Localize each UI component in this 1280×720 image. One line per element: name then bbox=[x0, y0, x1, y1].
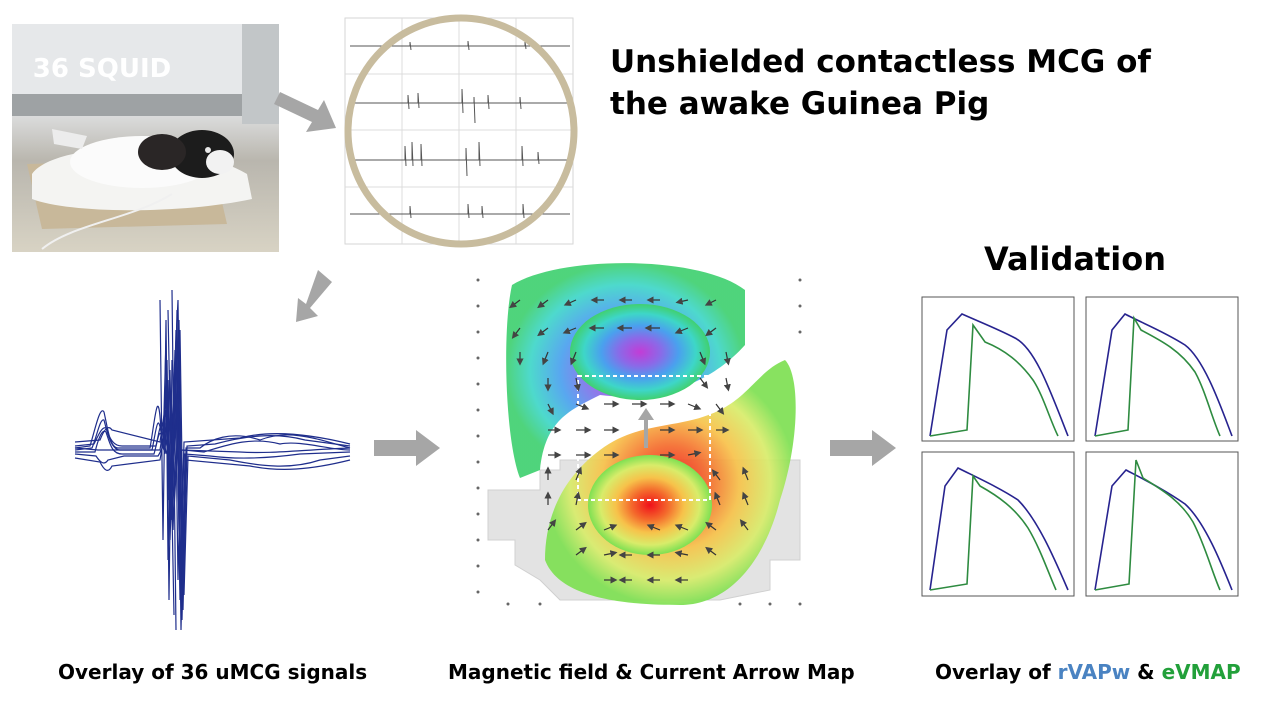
umcg-overlay-traces bbox=[74, 289, 351, 631]
squid-label: 36 SQUID bbox=[32, 54, 172, 84]
caption-overlay-signals: Overlay of 36 uMCG signals bbox=[58, 660, 368, 684]
validation-heading: Validation bbox=[983, 240, 1167, 278]
flow-arrow-map-to-validation bbox=[830, 430, 896, 466]
flow-arrow-photo-to-overlay bbox=[296, 270, 332, 322]
caption-overlay-prefix: Overlay of bbox=[935, 660, 1058, 684]
raw-traces-panel bbox=[344, 14, 578, 248]
page-title: Unshielded contactless MCG of the awake … bbox=[610, 42, 1170, 126]
flow-arrow-overlay-to-map bbox=[374, 430, 440, 466]
caption-field-map: Magnetic field & Current Arrow Map bbox=[448, 660, 855, 684]
title-line-1: Unshielded contactless MCG of bbox=[610, 44, 1151, 80]
caption-evmap: eVMAP bbox=[1161, 660, 1241, 684]
guinea-pig-photo: 36 SQUID bbox=[12, 24, 279, 252]
validation-chart-2 bbox=[1085, 296, 1239, 442]
title-line-2: the awake Guinea Pig bbox=[610, 85, 990, 122]
magnetic-field-map bbox=[476, 263, 802, 606]
validation-chart-1 bbox=[921, 296, 1075, 442]
caption-amp: & bbox=[1130, 660, 1162, 684]
guinea-pig-illustration bbox=[12, 24, 279, 250]
validation-chart-4 bbox=[1085, 451, 1239, 597]
validation-chart-3 bbox=[921, 451, 1075, 597]
caption-rvapw: rVAPw bbox=[1057, 660, 1131, 684]
flow-arrow-photo-to-traces bbox=[274, 92, 336, 132]
caption-validation: Overlay of rVAPw & eVMAP bbox=[935, 660, 1241, 684]
current-direction-arrow bbox=[638, 408, 654, 448]
